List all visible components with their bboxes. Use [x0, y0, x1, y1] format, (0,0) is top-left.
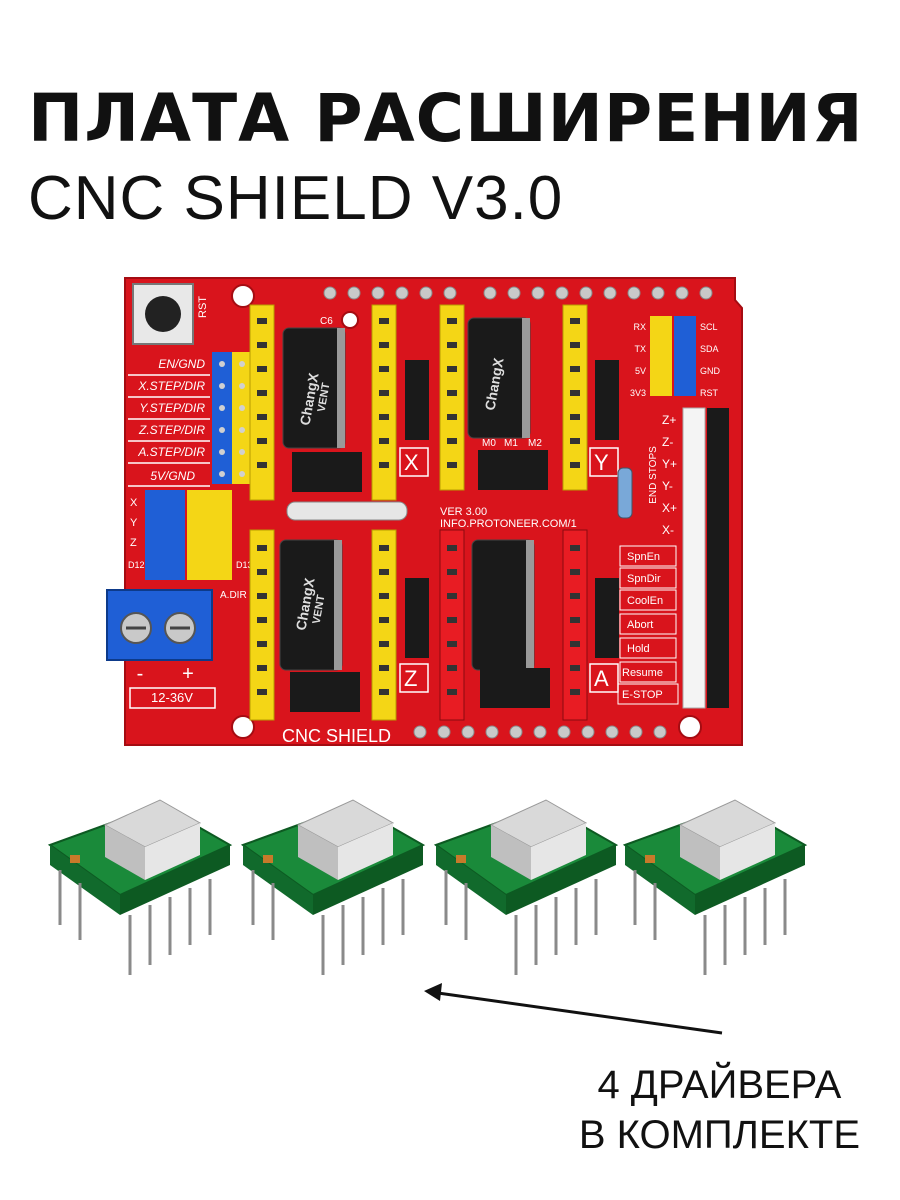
left-label: X.STEP/DIR	[137, 379, 205, 393]
control-label: Hold	[627, 643, 650, 655]
rst-label: RST	[197, 296, 209, 318]
i2c-label: RST	[700, 388, 719, 398]
control-label: Abort	[627, 619, 653, 631]
jumper-label: D12	[128, 560, 145, 570]
caption: 4 ДРАЙВЕРА В КОМПЛЕКТЕ	[579, 1060, 860, 1160]
uart-label: TX	[634, 344, 646, 354]
microstep-label: M0	[482, 438, 496, 449]
stepper-driver	[433, 799, 619, 975]
axis-label: A	[594, 666, 609, 691]
endstop-label: Z-	[662, 435, 673, 449]
reset-button	[132, 283, 194, 345]
axis-label: X	[404, 450, 419, 475]
stepper-driver	[240, 799, 426, 975]
endstops-title: END STOPS	[648, 446, 659, 504]
control-label: SpnEn	[627, 551, 660, 563]
i2c-label: SDA	[700, 344, 719, 354]
endstop-label: Y+	[662, 457, 677, 471]
left-label: Z.STEP/DIR	[138, 423, 205, 437]
website-label: INFO.PROTONEER.COM/1	[440, 518, 577, 530]
left-label: EN/GND	[158, 357, 205, 371]
axis-label: Y	[594, 450, 609, 475]
endstop-label: X+	[662, 501, 677, 515]
page-subtitle: CNC SHIELD V3.0	[28, 164, 564, 233]
left-label: Y.STEP/DIR	[139, 401, 205, 415]
stepper-driver	[622, 799, 808, 975]
jumper-label: X	[130, 497, 138, 509]
board-name: CNC SHIELD	[282, 726, 391, 746]
control-label: Resume	[622, 667, 663, 679]
power-plus-label: +	[182, 663, 194, 685]
cap-series: VENT	[316, 382, 333, 413]
jumper-label: D13	[236, 560, 253, 570]
cnc-shield-board: RST EN/GND X.STEP/DIR Y.STEP/DIR Z.STEP/…	[106, 277, 743, 746]
left-label: A.STEP/DIR	[137, 445, 205, 459]
uart-label: RX	[633, 322, 646, 332]
stepper-driver	[47, 799, 233, 975]
page-title: ПЛАТА РАСШИРЕНИЯ	[28, 80, 864, 157]
uart-label: 3V3	[630, 388, 646, 398]
voltage-label: 12-36V	[151, 690, 193, 705]
i2c-label: SCL	[700, 322, 718, 332]
version-label: VER 3.00	[440, 506, 487, 518]
cap-label: C6	[320, 316, 333, 327]
left-label: 5V/GND	[150, 469, 195, 483]
control-label: E-STOP	[622, 689, 663, 701]
pointer-arrow	[424, 983, 723, 1035]
axis-label: Z	[404, 666, 417, 691]
power-minus-label: -	[137, 663, 144, 685]
endstop-label: Z+	[662, 413, 676, 427]
uart-label: 5V	[635, 366, 646, 376]
cap-series: VENT	[311, 594, 328, 625]
endstop-label: X-	[662, 523, 674, 537]
control-label: CoolEn	[627, 595, 663, 607]
jumper-label: A.DIR	[220, 590, 247, 601]
capacitor	[279, 317, 535, 671]
jumper-label: Z	[130, 537, 137, 549]
microstep-label: M2	[528, 438, 542, 449]
caption-line: 4 ДРАЙВЕРА	[597, 1063, 842, 1107]
caption-line: В КОМПЛЕКТЕ	[578, 1113, 860, 1157]
microstep-label: M1	[504, 438, 518, 449]
jumper-label: Y	[130, 517, 138, 529]
endstop-label: Y-	[662, 479, 673, 493]
control-label: SpnDir	[627, 573, 661, 585]
i2c-label: GND	[700, 366, 721, 376]
